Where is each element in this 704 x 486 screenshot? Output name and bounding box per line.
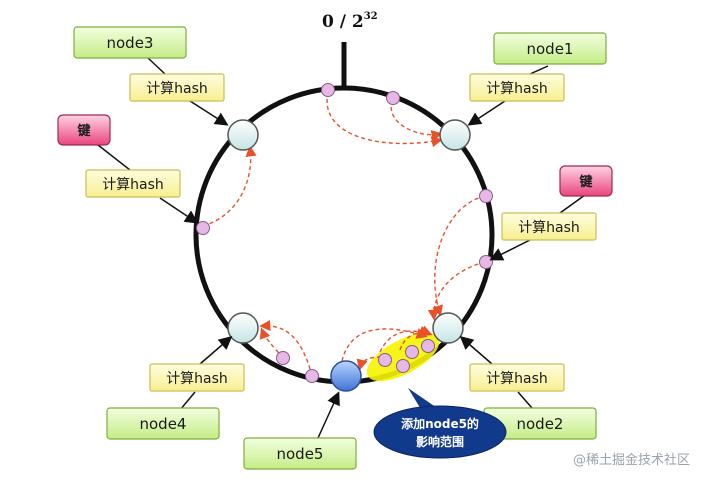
svg-text:node4: node4	[140, 415, 187, 433]
key-point	[321, 83, 335, 97]
watermark: @稀土掘金技术社区	[572, 453, 690, 468]
svg-text:计算hash: 计算hash	[166, 371, 228, 387]
key-points	[196, 83, 493, 383]
svg-text:键: 键	[578, 174, 592, 190]
connector-node3-ring	[189, 100, 229, 126]
key-point	[479, 255, 493, 269]
connector-key-right-hash	[559, 194, 586, 214]
node5-label: node5	[243, 437, 357, 470]
connector-node1-ring	[467, 100, 506, 126]
arrow-key-to-node4-b	[259, 319, 313, 377]
callout-line-1: 添加node5的	[401, 416, 479, 431]
node3-point	[227, 119, 259, 151]
key-point	[378, 353, 392, 367]
node2-point	[432, 312, 464, 344]
node5-impact-callout: 添加node5的 影响范围	[373, 388, 507, 459]
key-point	[386, 91, 400, 105]
svg-text:键: 键	[76, 123, 90, 139]
node4-point	[227, 312, 259, 344]
node1-point	[439, 119, 471, 151]
node3-label: node3	[73, 26, 187, 59]
arrow-moved-1	[341, 328, 428, 362]
hash-label-node3: 计算hash	[129, 73, 225, 102]
key-point	[396, 359, 410, 373]
label-connectors	[97, 57, 586, 439]
ring-origin-label: 0 / 232	[322, 11, 378, 32]
arrow-moved-to-node5	[356, 356, 389, 371]
arrow-key-to-node1-a	[326, 91, 443, 148]
node4-label: node4	[106, 407, 220, 440]
node2-label: node2	[483, 407, 597, 440]
connector-node1-hash	[529, 65, 549, 75]
svg-text:计算hash: 计算hash	[102, 177, 164, 193]
hash-label-key-left: 计算hash	[85, 169, 181, 198]
connector-key-right-ring	[489, 239, 531, 261]
connector-key-left-hash	[97, 144, 131, 171]
callout-line-2: 影响范围	[416, 434, 464, 449]
connector-node4-ring	[199, 336, 233, 365]
key-point	[421, 339, 435, 353]
connector-node2-ring	[459, 336, 493, 365]
key-left-label: 键	[57, 114, 111, 146]
connector-node2-hash	[517, 391, 533, 409]
svg-text:node5: node5	[277, 445, 324, 463]
hash-label-key-right: 计算hash	[501, 212, 597, 241]
node5-point	[330, 360, 362, 392]
key-point	[405, 345, 419, 359]
arrow-key-to-node3	[202, 145, 257, 227]
key-right-label: 键	[559, 165, 613, 197]
svg-text:计算hash: 计算hash	[518, 220, 580, 236]
hash-label-node1: 计算hash	[469, 73, 565, 102]
arrow-key-to-node2-b	[427, 261, 486, 321]
key-point	[276, 351, 290, 365]
connector-node5-ring	[317, 391, 340, 439]
key-point	[305, 369, 319, 383]
hash-label-node2: 计算hash	[469, 363, 565, 392]
svg-text:node3: node3	[107, 34, 154, 52]
svg-text:node1: node1	[527, 40, 574, 58]
hash-label-node4: 计算hash	[149, 363, 245, 392]
connector-key-left-ring	[159, 197, 199, 224]
connector-node3-hash	[147, 57, 166, 75]
svg-text:计算hash: 计算hash	[146, 81, 208, 97]
arrow-key-to-node1-b	[390, 99, 443, 142]
arrow-key-to-node2-a	[432, 195, 486, 317]
node1-label: node1	[493, 32, 607, 65]
svg-text:node2: node2	[517, 415, 564, 433]
arrow-moved-3	[399, 325, 433, 351]
svg-text:计算hash: 计算hash	[486, 371, 548, 387]
connector-node4-hash	[179, 391, 196, 411]
svg-text:计算hash: 计算hash	[486, 81, 548, 97]
key-point	[196, 221, 210, 235]
key-point	[479, 189, 493, 203]
